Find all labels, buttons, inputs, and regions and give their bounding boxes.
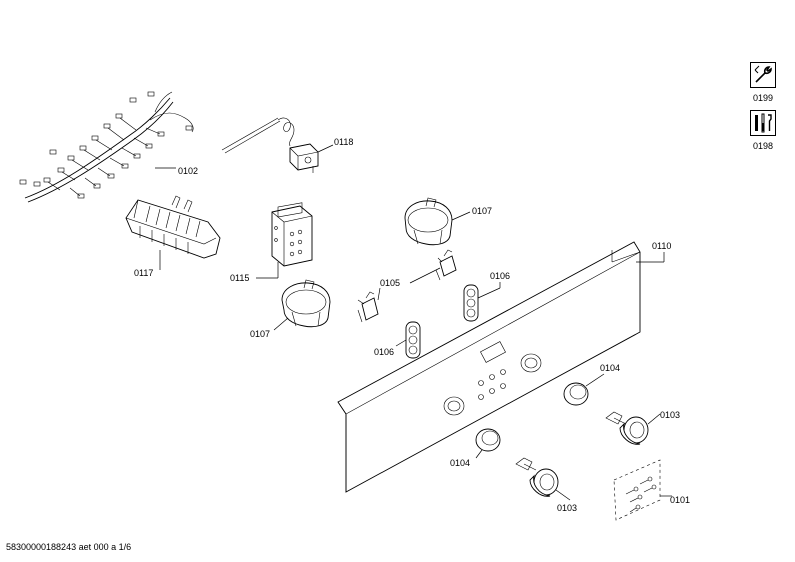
thermostat bbox=[221, 117, 319, 173]
switch-lower bbox=[357, 291, 379, 323]
toolset-icon bbox=[750, 110, 776, 136]
label-0101: 0101 bbox=[670, 495, 690, 505]
tool-code-0199: 0199 bbox=[752, 93, 774, 103]
control-knob-right bbox=[605, 411, 649, 445]
knob-ring-right bbox=[563, 382, 589, 406]
control-knob-bottom bbox=[515, 457, 559, 497]
label-0106-left: 0106 bbox=[374, 347, 394, 357]
knob-bracket-top bbox=[404, 197, 453, 246]
tool-code-0198: 0198 bbox=[752, 141, 774, 151]
document-footer: 58300000188243 aet 000 a 1/6 bbox=[6, 542, 132, 552]
wrench-icon bbox=[750, 62, 776, 88]
label-0103-right: 0103 bbox=[660, 410, 680, 420]
screw-set bbox=[613, 459, 661, 521]
label-0106-right: 0106 bbox=[490, 271, 510, 281]
label-0104-right: 0104 bbox=[600, 363, 620, 373]
label-0107-top: 0107 bbox=[472, 206, 492, 216]
indicator-strip-right bbox=[463, 284, 479, 322]
label-0115: 0115 bbox=[230, 273, 249, 283]
terminal-block bbox=[125, 195, 221, 259]
label-0117: 0117 bbox=[134, 268, 153, 278]
label-0105: 0105 bbox=[380, 278, 400, 288]
label-0103-bottom: 0103 bbox=[557, 503, 577, 513]
switch-upper bbox=[435, 249, 457, 281]
wiring-harness bbox=[19, 91, 194, 203]
label-0107-left: 0107 bbox=[250, 329, 270, 339]
knob-ring-left bbox=[475, 428, 501, 452]
indicator-strip-left bbox=[405, 321, 421, 359]
control-panel bbox=[337, 241, 641, 493]
label-0102: 0102 bbox=[178, 166, 198, 176]
knob-bracket-left bbox=[281, 279, 331, 328]
label-0118: 0118 bbox=[334, 137, 353, 147]
timer-module bbox=[271, 202, 313, 267]
label-0104-left: 0104 bbox=[450, 458, 470, 468]
label-0110: 0110 bbox=[652, 241, 671, 251]
